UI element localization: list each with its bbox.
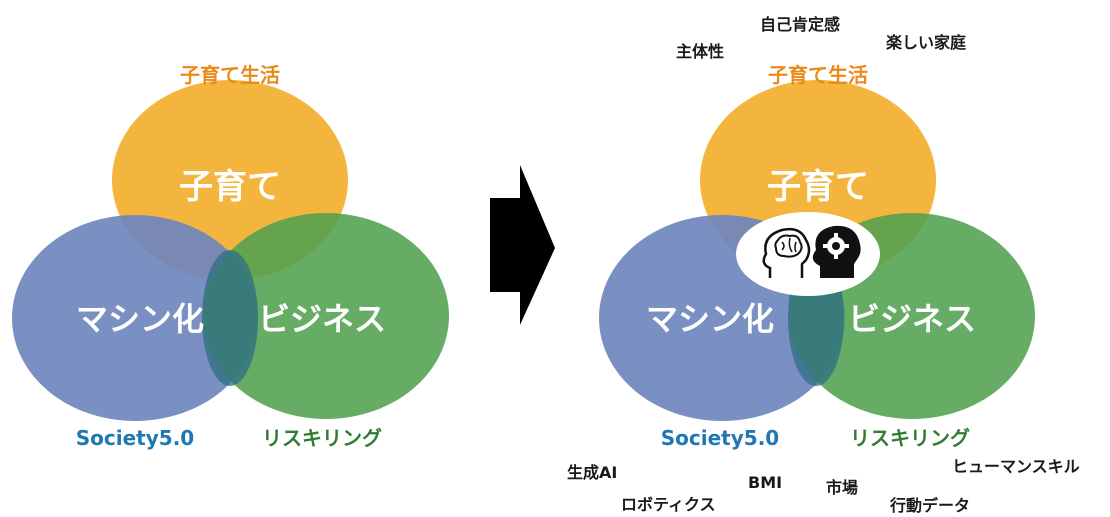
left-society-label: Society5.0 — [76, 426, 194, 450]
keyword-shutaisei: 主体性 — [676, 42, 724, 61]
gear-head-icon — [812, 225, 861, 278]
keyword-seisei-ai: 生成AI — [567, 463, 617, 482]
left-label-business: ビジネス — [258, 300, 386, 338]
right-venn-diagram: 子育て マシン化 ビジネス 子育て生活 Society5.0 リスキリング — [567, 15, 1080, 515]
arrow-right-icon — [490, 165, 555, 325]
keyword-human-skill: ヒューマンスキル — [952, 457, 1080, 476]
left-circle-business — [203, 213, 449, 419]
right-top-label: 子育て生活 — [768, 63, 868, 87]
keyword-jiko-koutei: 自己肯定感 — [760, 15, 840, 34]
left-overlap-center — [202, 250, 258, 386]
right-label-machine: マシン化 — [646, 300, 774, 338]
keyword-bmi: BMI — [748, 473, 782, 492]
keyword-robotics: ロボティクス — [621, 495, 716, 514]
keyword-koudou-data: 行動データ — [889, 496, 970, 515]
right-reskilling-label: リスキリング — [850, 426, 970, 450]
left-circle-machine — [12, 215, 258, 421]
left-label-machine: マシン化 — [76, 300, 204, 338]
keyword-shijou: 市場 — [826, 478, 858, 497]
keyword-tanoshii-katei: 楽しい家庭 — [885, 33, 966, 52]
left-reskilling-label: リスキリング — [262, 426, 382, 450]
left-label-childcare: 子育て — [179, 167, 281, 207]
left-venn-diagram: 子育て マシン化 ビジネス 子育て生活 Society5.0 リスキリング — [12, 63, 449, 450]
right-label-childcare: 子育て — [767, 167, 869, 207]
right-society-label: Society5.0 — [661, 426, 779, 450]
right-label-business: ビジネス — [848, 300, 976, 338]
left-top-label: 子育て生活 — [180, 63, 280, 87]
brain-head-icon — [762, 227, 811, 278]
